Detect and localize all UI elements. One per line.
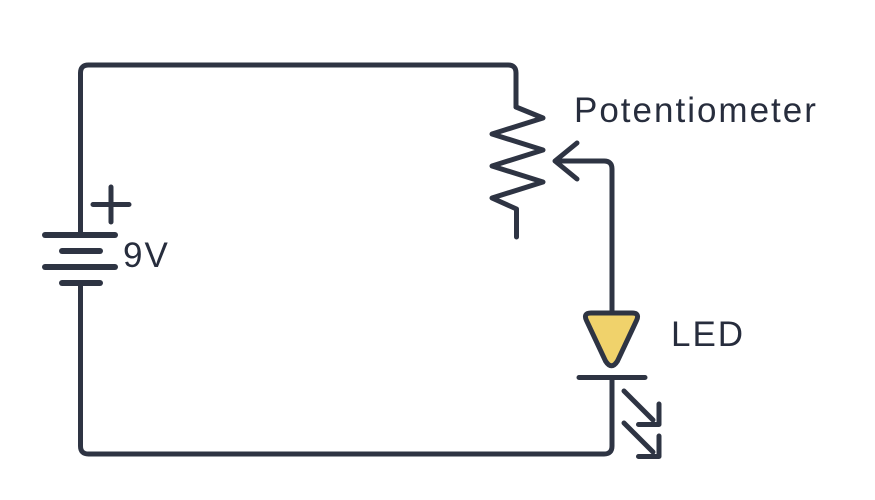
- led-light-arrow-1: [621, 388, 662, 427]
- led-light-arrow-2: [621, 420, 662, 459]
- battery-voltage-label: 9V: [123, 236, 170, 275]
- potentiometer-zigzag-icon: [489, 104, 546, 240]
- led-label: LED: [671, 315, 746, 354]
- wire-led-to-battery: [78, 283, 615, 457]
- battery-plus-icon: [90, 184, 132, 225]
- potentiometer-wiper-arrowhead-icon: [552, 140, 580, 182]
- potentiometer-label: Potentiometer: [574, 91, 818, 130]
- led-triangle-icon: [582, 310, 641, 369]
- wire-battery-to-potentiometer: [78, 62, 519, 236]
- potentiometer-wiper-wire: [558, 158, 615, 315]
- led-light-arrows-icon: [621, 388, 662, 459]
- circuit-wiring: [42, 62, 662, 459]
- battery-symbol: [42, 184, 132, 286]
